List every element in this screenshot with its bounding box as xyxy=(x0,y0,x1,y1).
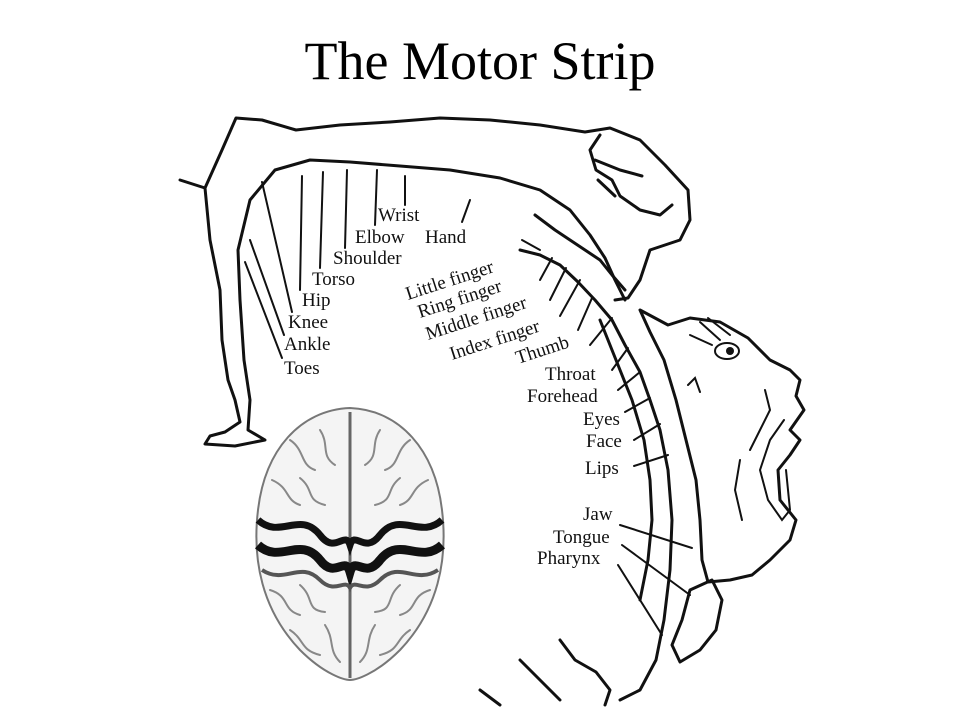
label-eyes: Eyes xyxy=(583,409,620,430)
label-ankle: Ankle xyxy=(284,334,330,355)
hand-labels: Little finger Ring finger Middle finger … xyxy=(403,256,572,368)
label-pharynx: Pharynx xyxy=(537,548,601,569)
label-throat: Throat xyxy=(545,364,596,385)
label-torso: Torso xyxy=(312,269,355,290)
face-labels: Throat Forehead Eyes Face Lips Jaw Tongu… xyxy=(527,364,622,569)
slide-title: The Motor Strip xyxy=(304,31,656,91)
pointer-lines-hand xyxy=(521,239,613,346)
face-profile xyxy=(638,308,806,584)
pointer-lines-body xyxy=(244,169,471,359)
label-shoulder: Shoulder xyxy=(333,248,402,269)
cortex-outline xyxy=(178,116,724,707)
label-wrist: Wrist xyxy=(378,205,420,226)
label-tongue: Tongue xyxy=(553,527,610,548)
body-labels: Wrist Elbow Hand Shoulder Torso Hip Knee… xyxy=(284,205,467,379)
pointer-lines-face xyxy=(611,347,693,636)
label-knee: Knee xyxy=(288,312,328,333)
label-toes: Toes xyxy=(284,358,320,379)
label-lips: Lips xyxy=(585,458,619,479)
label-elbow: Elbow xyxy=(355,227,405,248)
label-hip: Hip xyxy=(302,290,331,311)
brain-top-view xyxy=(254,406,446,682)
label-face: Face xyxy=(586,431,622,452)
label-jaw: Jaw xyxy=(583,504,613,525)
label-forehead: Forehead xyxy=(527,386,598,407)
label-hand: Hand xyxy=(425,227,467,248)
